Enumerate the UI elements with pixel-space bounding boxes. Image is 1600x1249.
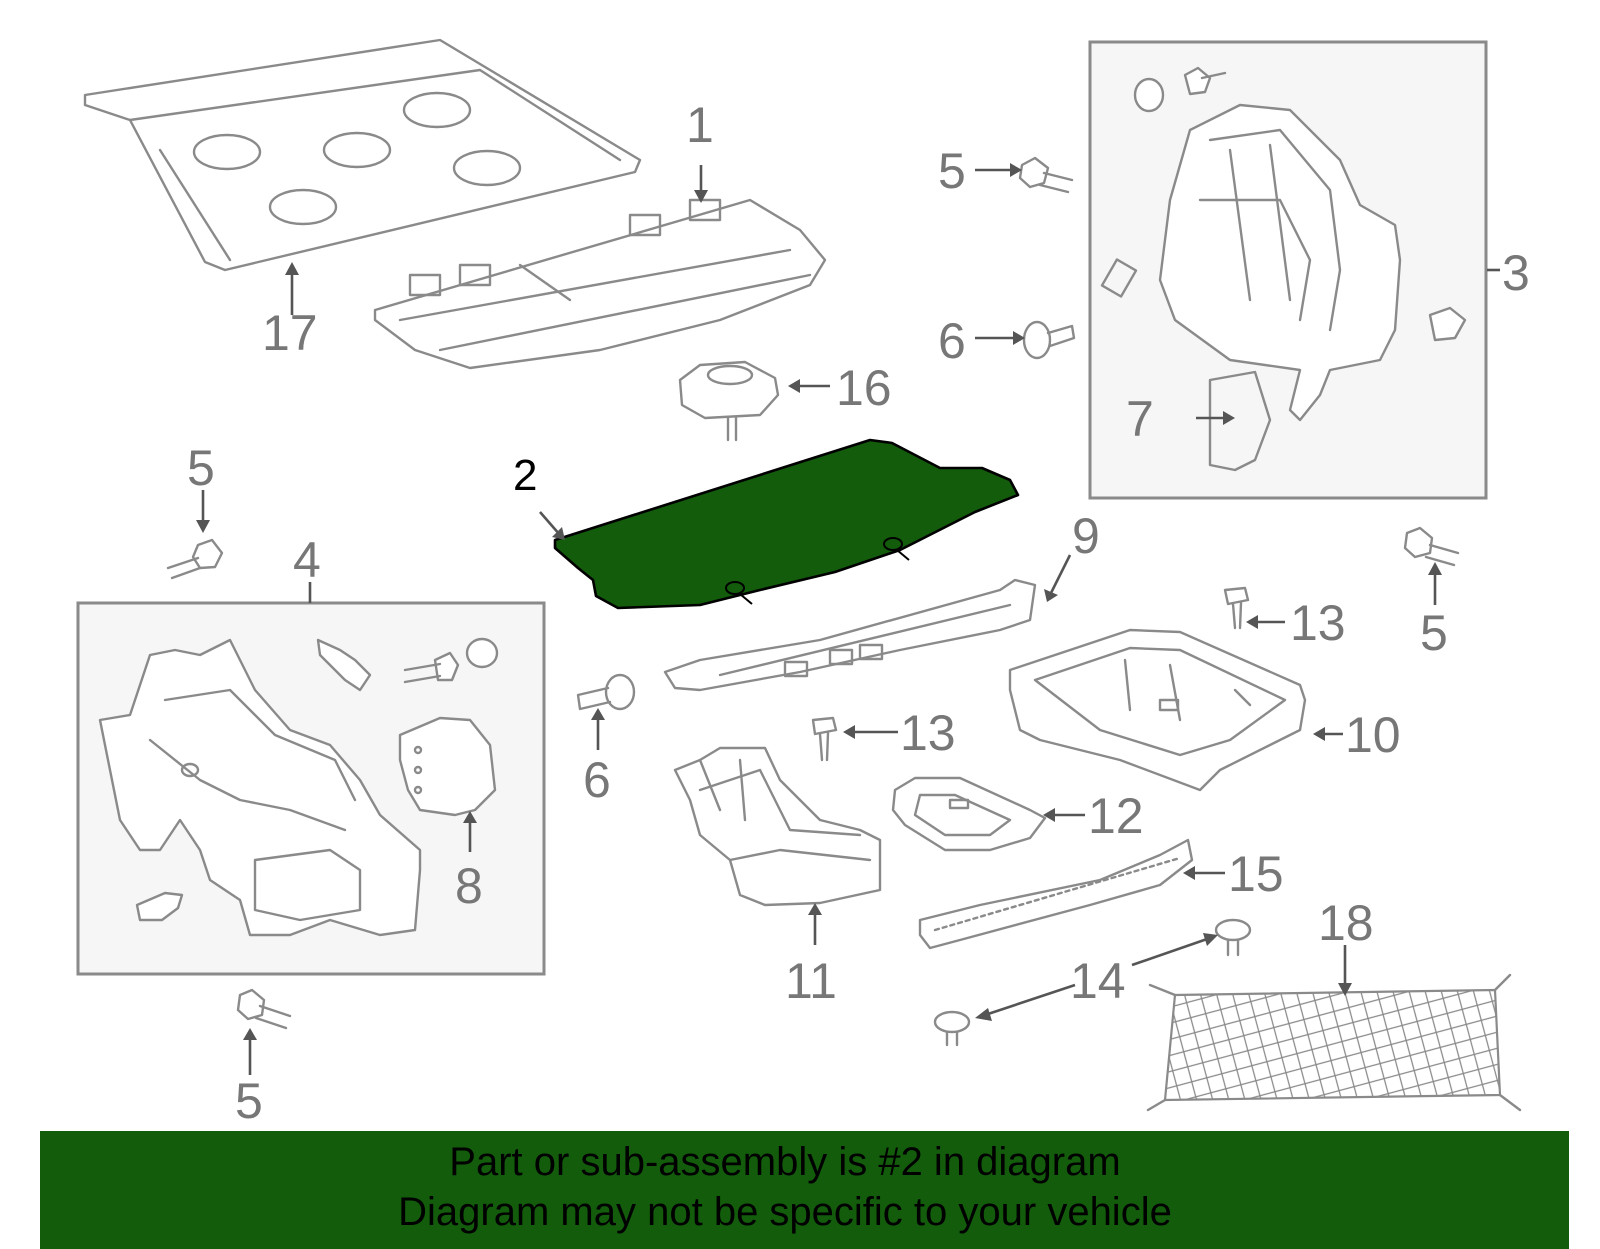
part-4-group-box (76, 601, 546, 976)
callout-arrows (196, 163, 1500, 1075)
part-17-package-tray (83, 38, 642, 272)
callout-13-mid: 13 (900, 705, 956, 761)
callout-7: 7 (1126, 391, 1154, 447)
callout-5-bottom: 5 (235, 1073, 263, 1129)
callout-11: 11 (785, 953, 837, 1009)
callout-13-right: 13 (1290, 595, 1346, 651)
fastener-5-left (166, 538, 224, 580)
part-12-spacer (891, 776, 1047, 852)
fastener-5-top (1018, 156, 1074, 194)
fastener-5-right (1403, 526, 1460, 567)
banner-line-disclaimer: Diagram may not be specific to your vehi… (398, 1190, 1172, 1234)
callout-6-mid: 6 (583, 752, 611, 808)
callout-5-top: 5 (938, 143, 966, 199)
fastener-14-top (1214, 918, 1252, 957)
callout-8: 8 (455, 858, 483, 914)
callout-10: 10 (1345, 707, 1401, 763)
callout-17: 17 (262, 305, 318, 361)
callout-9: 9 (1072, 508, 1100, 564)
callout-14: 14 (1070, 953, 1126, 1009)
part-16-knob (678, 360, 780, 442)
callout-3: 3 (1502, 245, 1530, 301)
callout-2: 2 (513, 451, 537, 500)
part-18-cargo-net (1146, 973, 1522, 1112)
callout-4: 4 (293, 532, 321, 588)
callout-5-left: 5 (187, 440, 215, 496)
part-3-group-box (1088, 40, 1488, 500)
callout-1: 1 (686, 97, 714, 153)
info-banner: Part or sub-assembly is #2 in diagram Di… (40, 1131, 1569, 1249)
part-1-tonneau-cover (373, 198, 827, 370)
part-15-sill-plate (918, 838, 1194, 950)
part-10-storage-tray (1008, 628, 1307, 792)
callout-18: 18 (1318, 895, 1374, 951)
fastener-13-mid (811, 716, 838, 762)
part-9-rail (663, 578, 1037, 692)
banner-line-part: Part or sub-assembly is #2 in diagram (449, 1140, 1121, 1184)
callout-15: 15 (1228, 846, 1284, 902)
fastener-14-bottom (933, 1010, 971, 1047)
callout-16: 16 (836, 360, 892, 416)
callout-6-top: 6 (938, 313, 966, 369)
callout-12: 12 (1088, 788, 1144, 844)
fastener-5-bottom (236, 988, 292, 1030)
highlighted-part-2 (553, 438, 1020, 610)
fastener-6-mid (576, 673, 636, 711)
callout-5-right: 5 (1420, 605, 1448, 661)
fastener-13-right (1223, 586, 1250, 630)
part-2-trunk-mat (553, 438, 1020, 610)
part-11-storage-tray (673, 746, 882, 907)
fastener-6-top (1022, 320, 1076, 360)
